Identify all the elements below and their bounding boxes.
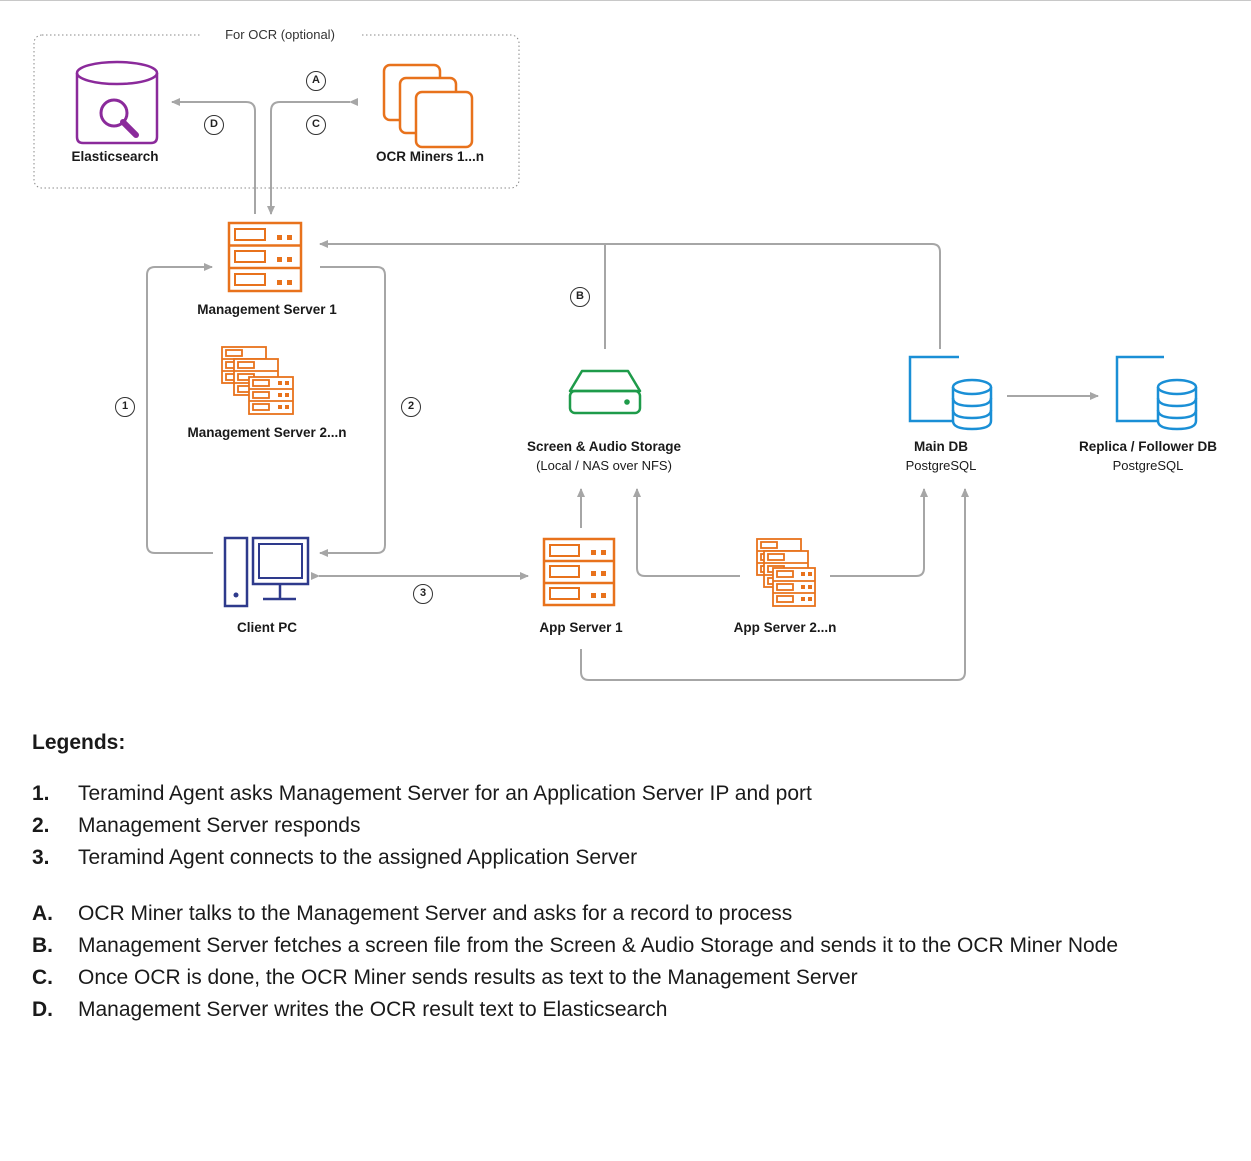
legend-key: C.: [32, 966, 53, 989]
legend: Legends: 1. Teramind Agent asks Manageme…: [32, 729, 1222, 1028]
badge-d: D: [204, 115, 224, 135]
legend-item: D. Management Server writes the OCR resu…: [32, 996, 1222, 1024]
connector-d: [171, 98, 256, 214]
app-server-1-label: App Server 1: [539, 620, 623, 635]
badge-1: 1: [115, 397, 135, 417]
connector-1: [146, 263, 213, 554]
storage-sublabel: (Local / NAS over NFS): [536, 458, 672, 473]
connector-ac: [267, 98, 358, 215]
storage-label: Screen & Audio Storage: [526, 439, 682, 454]
legend-item: 3. Teramind Agent connects to the assign…: [32, 844, 1222, 872]
app-server-2n-label: App Server 2...n: [733, 620, 837, 635]
app-server-cluster-icon: [756, 538, 816, 607]
ocr-group-title: For OCR (optional): [200, 27, 360, 43]
client-pc-label: Client PC: [236, 620, 298, 635]
legend-text: Teramind Agent connects to the assigned …: [78, 846, 638, 869]
connector-app2-maindb: [830, 488, 928, 577]
legend-item: A. OCR Miner talks to the Management Ser…: [32, 900, 1222, 928]
legend-text: Management Server responds: [78, 814, 361, 837]
legend-item: B. Management Server fetches a screen fi…: [32, 932, 1222, 960]
legend-key: B.: [32, 934, 53, 957]
legend-key: D.: [32, 998, 53, 1021]
badge-c: C: [306, 115, 326, 135]
legend-spacer: [32, 876, 1222, 900]
connector-app1-maindb: [580, 488, 969, 681]
badge-2: 2: [401, 397, 421, 417]
app-server-icon: [542, 537, 616, 607]
legend-item: 2. Management Server responds: [32, 812, 1222, 840]
management-server-2n-label: Management Server 2...n: [187, 425, 347, 440]
elasticsearch-label: Elasticsearch: [71, 149, 159, 164]
main-db-sublabel: PostgreSQL: [905, 458, 977, 473]
legend-item: C. Once OCR is done, the OCR Miner sends…: [32, 964, 1222, 992]
stacked-windows-icon: [382, 63, 474, 149]
legend-text: Management Server writes the OCR result …: [78, 998, 668, 1021]
server-cluster-icon: [221, 346, 294, 415]
management-server-1-label: Management Server 1: [197, 302, 337, 317]
replica-database-icon: [1115, 355, 1198, 431]
legend-key: 1.: [32, 782, 50, 805]
connector-2: [319, 266, 386, 557]
badge-a: A: [306, 71, 326, 91]
search-database-icon: [75, 60, 159, 145]
legend-numbered-list: 1. Teramind Agent asks Management Server…: [32, 780, 1222, 872]
ocr-miners-label: OCR Miners 1...n: [375, 149, 485, 164]
legend-key: 2.: [32, 814, 50, 837]
legend-title: Legends:: [32, 731, 126, 754]
badge-3: 3: [413, 584, 433, 604]
storage-drive-icon: [568, 369, 642, 415]
desktop-computer-icon: [223, 536, 310, 608]
badge-b: B: [570, 287, 590, 307]
replica-db-label: Replica / Follower DB: [1078, 439, 1218, 454]
legend-key: A.: [32, 902, 53, 925]
legend-text: OCR Miner talks to the Management Server…: [78, 902, 793, 925]
legend-item: 1. Teramind Agent asks Management Server…: [32, 780, 1222, 808]
legend-key: 3.: [32, 846, 50, 869]
architecture-diagram: [33, 34, 1198, 681]
server-icon: [227, 221, 303, 293]
legend-text: Management Server fetches a screen file …: [78, 934, 1119, 957]
legend-text: Once OCR is done, the OCR Miner sends re…: [78, 966, 858, 989]
replica-db-sublabel: PostgreSQL: [1112, 458, 1184, 473]
database-icon: [908, 355, 993, 431]
legend-text: Teramind Agent asks Management Server fo…: [78, 782, 812, 805]
main-db-label: Main DB: [914, 439, 968, 454]
connector-b: [319, 240, 941, 349]
legend-lettered-list: A. OCR Miner talks to the Management Ser…: [32, 900, 1222, 1024]
connector-app2-storage: [633, 488, 740, 577]
